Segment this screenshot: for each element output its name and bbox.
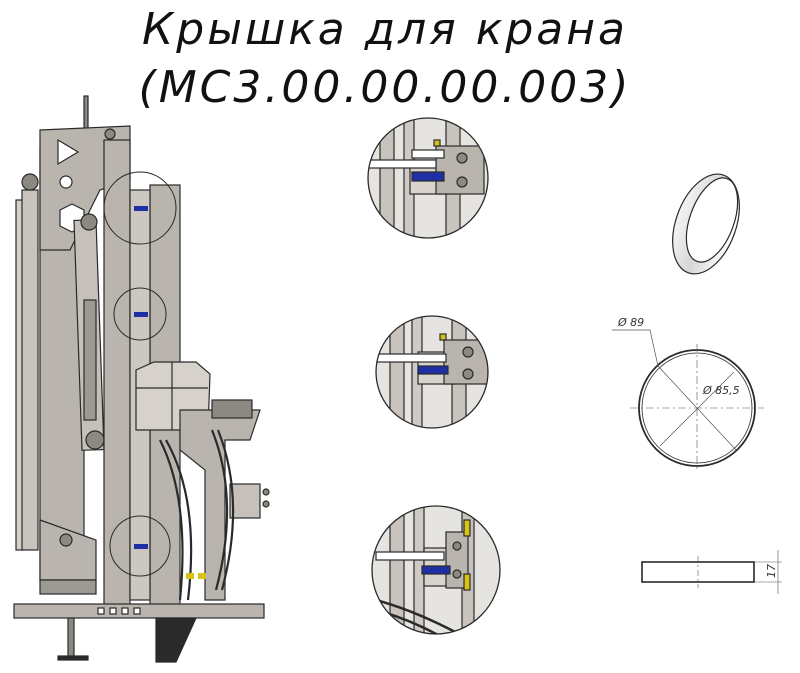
ring-isometric-view: [672, 173, 740, 275]
outer-diameter-label: Ø 89: [617, 316, 644, 329]
detail-view-1: [367, 117, 489, 239]
ring-side-view: 17: [641, 550, 782, 594]
crane-detail-markers: [103, 171, 177, 577]
title-line-1: Крышка для крана: [142, 4, 628, 55]
detail-view-2: [375, 315, 489, 429]
ring-top-view: Ø 89 Ø 85,5: [612, 316, 764, 472]
support-leg: [67, 617, 75, 659]
middle-mast: [103, 139, 131, 611]
crane-assembly: [13, 95, 270, 663]
detail-view-3: [371, 505, 501, 635]
side-frame: [179, 409, 261, 601]
title-line-2: (МС3.00.00.00.003): [138, 62, 632, 113]
inner-diameter-label: Ø 85,5: [702, 384, 740, 397]
bracket-hole-triangle: [57, 138, 80, 166]
side-block: [229, 483, 261, 519]
foot-plate: [155, 617, 197, 663]
height-label: 17: [765, 564, 778, 578]
